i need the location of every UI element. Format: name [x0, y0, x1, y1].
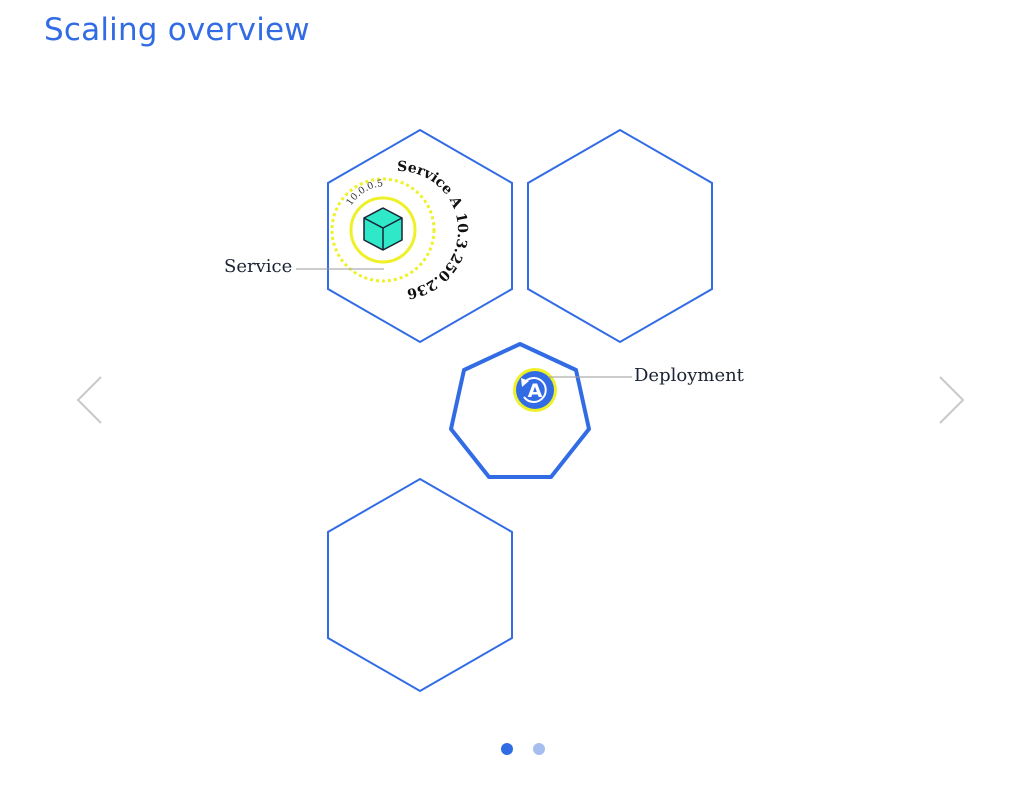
pod-cube-icon [363, 207, 403, 251]
service-a[interactable]: Service A 10.3.250.236 10.0.0.5 [330, 159, 470, 302]
svg-text:A: A [528, 380, 543, 402]
page-title: Scaling overview [44, 12, 310, 48]
pod-ring [349, 196, 417, 264]
pagination-dot-2[interactable] [533, 743, 545, 755]
carousel-prev-button[interactable] [70, 370, 110, 430]
service-callout: Service [224, 256, 384, 277]
deployment-heptagon [449, 342, 591, 479]
deployment[interactable]: A [449, 342, 591, 479]
node-hexagon-top-left [327, 128, 513, 344]
carousel-pagination [501, 743, 545, 755]
service-dashed-ring [330, 177, 436, 283]
chevron-right-icon [939, 376, 965, 424]
node-hexagon-bottom [327, 477, 513, 693]
deployment-callout: Deployment [548, 365, 745, 386]
chevron-left-icon [76, 376, 102, 424]
deployment-icon: A [513, 368, 557, 412]
deployment-callout-label: Deployment [634, 365, 745, 386]
service-callout-label: Service [224, 256, 292, 277]
carousel-next-button[interactable] [930, 370, 970, 430]
pagination-dot-1[interactable] [501, 743, 513, 755]
node-hexagon-top-right [527, 128, 713, 344]
